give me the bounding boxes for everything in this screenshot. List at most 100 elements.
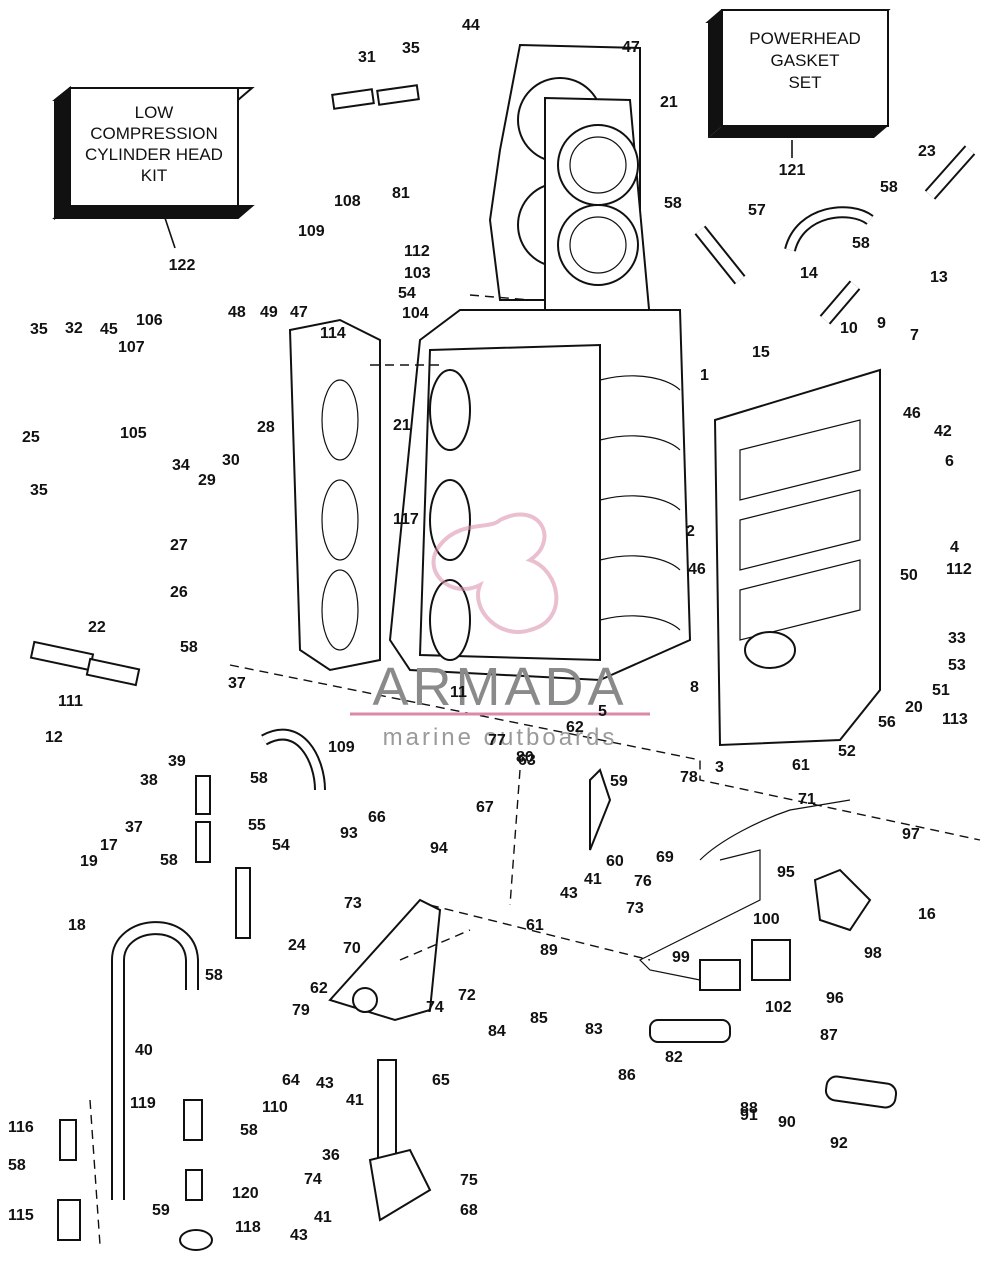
callout: 119 (130, 1095, 156, 1112)
callout: 89 (540, 942, 558, 959)
kit-box-line-3: CYLINDER HEAD (85, 145, 223, 164)
callout: 45 (100, 321, 118, 338)
callout: 31 (358, 49, 376, 66)
callout: 26 (170, 584, 188, 601)
callout: 112 (946, 561, 972, 578)
callout: 54 (398, 285, 416, 302)
callout: 58 (240, 1122, 258, 1139)
callout: 27 (170, 537, 188, 554)
callout: 13 (930, 269, 948, 286)
callout: 99 (672, 949, 690, 966)
callout: 62 (310, 980, 328, 997)
watermark-subtitle: marine outboards (383, 724, 618, 751)
callout: 97 (902, 826, 920, 843)
gasket-box-line-1: POWERHEAD (749, 29, 860, 48)
callout: 74 (426, 999, 444, 1016)
callout: 33 (948, 630, 966, 647)
callout: 78 (680, 769, 698, 786)
callout: 67 (476, 799, 494, 816)
callout: 35 (30, 482, 48, 499)
callout: 41 (346, 1092, 364, 1109)
callout: 32 (65, 320, 83, 337)
callout: 47 (290, 304, 308, 321)
callout: 73 (626, 900, 644, 917)
hoses-and-fittings (29, 84, 976, 1251)
dashed-assembly-lines (89, 294, 981, 1246)
callout: 58 (880, 179, 898, 196)
callout: 47 (622, 39, 640, 56)
kit-box-line-1: LOW (135, 103, 174, 122)
callout: 22 (88, 619, 106, 636)
callout: 43 (290, 1227, 308, 1244)
callout: 114 (320, 325, 346, 342)
callout: 6 (945, 453, 954, 470)
callout: 61 (792, 757, 810, 774)
gasket-box-line-3: SET (788, 73, 821, 92)
callout: 84 (488, 1023, 506, 1040)
callout: 103 (404, 265, 431, 282)
callout: 21 (393, 417, 411, 434)
callout: 49 (260, 304, 278, 321)
callout: 115 (8, 1207, 34, 1224)
callout-numbers: 1 2 3 4 5 6 7 8 9 10 11 12 13 14 15 16 1… (8, 17, 972, 1244)
callout: 85 (530, 1010, 548, 1027)
callout: 87 (820, 1027, 838, 1044)
callout: 37 (125, 819, 143, 836)
callout: 25 (22, 429, 40, 446)
callout: 3 (715, 759, 724, 776)
callout: 98 (864, 945, 882, 962)
callout: 58 (852, 235, 870, 252)
callout: 44 (462, 17, 480, 34)
callout: 23 (918, 143, 936, 160)
callout: 82 (665, 1049, 683, 1066)
cylinder-head-top (488, 43, 652, 321)
callout: 8 (690, 679, 699, 696)
callout: 61 (526, 917, 544, 934)
callout: 73 (344, 895, 362, 912)
callout: 40 (135, 1042, 153, 1059)
callout: 90 (778, 1114, 796, 1131)
callout: 117 (393, 511, 419, 528)
callout: 48 (228, 304, 246, 321)
callout: 20 (905, 699, 923, 716)
kit-box-line-2: COMPRESSION (90, 124, 218, 143)
gasket-box-line-2: GASKET (771, 51, 840, 70)
callout: 55 (248, 817, 266, 834)
callout: 86 (618, 1067, 636, 1084)
callout: 63 (518, 752, 536, 769)
callout: 28 (257, 419, 275, 436)
callout: 2 (686, 523, 695, 540)
throttle-linkage (328, 768, 898, 1222)
callout: 59 (152, 1202, 170, 1219)
callout: 58 (160, 852, 178, 869)
callout: 110 (262, 1099, 288, 1116)
callout: 91 (740, 1107, 758, 1124)
callout: 93 (340, 825, 358, 842)
callout: 30 (222, 452, 240, 469)
callout: 50 (900, 567, 918, 584)
callout: 92 (830, 1135, 848, 1152)
callout: 46 (688, 561, 706, 578)
callout: 71 (798, 791, 816, 808)
callout: 108 (334, 193, 361, 210)
callout: 75 (460, 1172, 478, 1189)
callout: 88 (740, 1100, 758, 1117)
callout: 53 (948, 657, 966, 674)
callout: 66 (368, 809, 386, 826)
gasket-box-ref: 121 (779, 162, 806, 179)
callout: 81 (392, 185, 410, 202)
callout: 54 (272, 837, 290, 854)
callout: 41 (314, 1209, 332, 1226)
callout: 41 (584, 871, 602, 888)
callout: 72 (458, 987, 476, 1004)
callout: 109 (298, 223, 325, 240)
callout: 39 (168, 753, 186, 770)
callout: 42 (934, 423, 952, 440)
callout: 57 (748, 202, 766, 219)
callout: 79 (292, 1002, 310, 1019)
callout: 9 (877, 315, 886, 332)
callout: 7 (910, 327, 919, 344)
wire-harness (638, 849, 761, 981)
callout: 109 (328, 739, 355, 756)
